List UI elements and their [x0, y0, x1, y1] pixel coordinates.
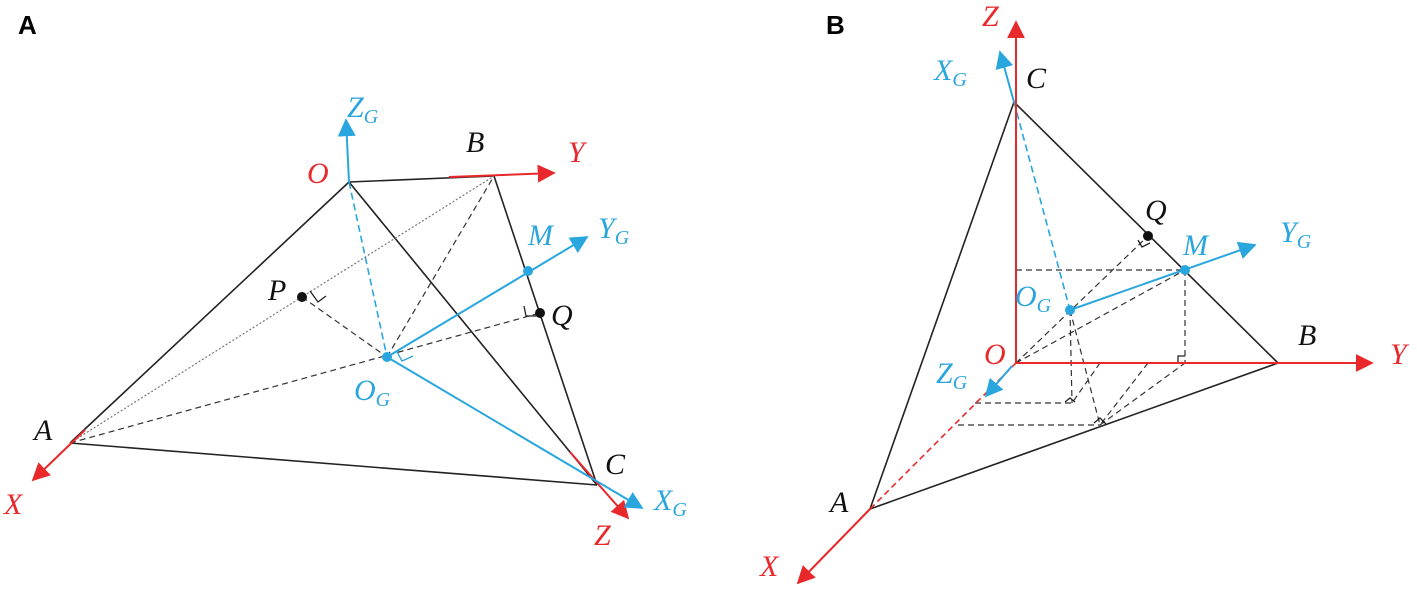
b-label-zg: ZG	[936, 357, 968, 394]
b-label-xg: XG	[933, 54, 967, 91]
panel-b-points	[1065, 231, 1190, 315]
panel-a-geodetic-axes	[337, 118, 644, 509]
a-label-q: Q	[551, 299, 573, 332]
a-label-m: M	[527, 219, 555, 252]
panel-b-label: B	[826, 10, 845, 40]
b-label-q: Q	[1145, 194, 1167, 227]
panel-b-frame-axes	[796, 20, 1374, 585]
a-label-y: Y	[568, 136, 588, 169]
b-label-a: A	[828, 486, 849, 519]
panel-a-label: A	[18, 10, 37, 40]
b-label-c: C	[1026, 62, 1047, 95]
panel-b-geodetic-axes	[984, 50, 1257, 398]
panel-a-frame-axes	[31, 164, 630, 520]
b-label-o: O	[984, 338, 1006, 371]
b-label-yg: YG	[1280, 216, 1312, 253]
a-label-z: Z	[594, 519, 611, 552]
a-label-yg: YG	[598, 212, 630, 249]
a-label-c: C	[605, 448, 626, 481]
panel-a-hidden-lines	[69, 175, 541, 444]
panel-b-right-angle-marks	[1064, 239, 1185, 425]
b-label-z: Z	[982, 0, 999, 33]
a-label-o: O	[307, 157, 329, 190]
a-label-xg: XG	[653, 484, 687, 521]
a-label-p: P	[267, 274, 286, 307]
panel-b: B	[759, 0, 1410, 585]
panel-a-right-angle-marks	[309, 290, 536, 362]
a-label-og: OG	[354, 374, 391, 411]
a-label-a: A	[32, 414, 53, 447]
b-label-y: Y	[1390, 338, 1410, 371]
b-label-m: M	[1182, 229, 1210, 262]
b-label-b: B	[1298, 319, 1316, 352]
panel-a: A	[3, 10, 687, 552]
a-label-x: X	[3, 488, 24, 521]
a-label-b: B	[466, 126, 484, 159]
a-label-zg: ZG	[347, 91, 379, 128]
b-label-og: OG	[1015, 280, 1052, 317]
b-label-x: X	[759, 550, 780, 583]
panel-a-tetra-edges	[69, 175, 598, 486]
panel-a-points	[297, 266, 545, 362]
